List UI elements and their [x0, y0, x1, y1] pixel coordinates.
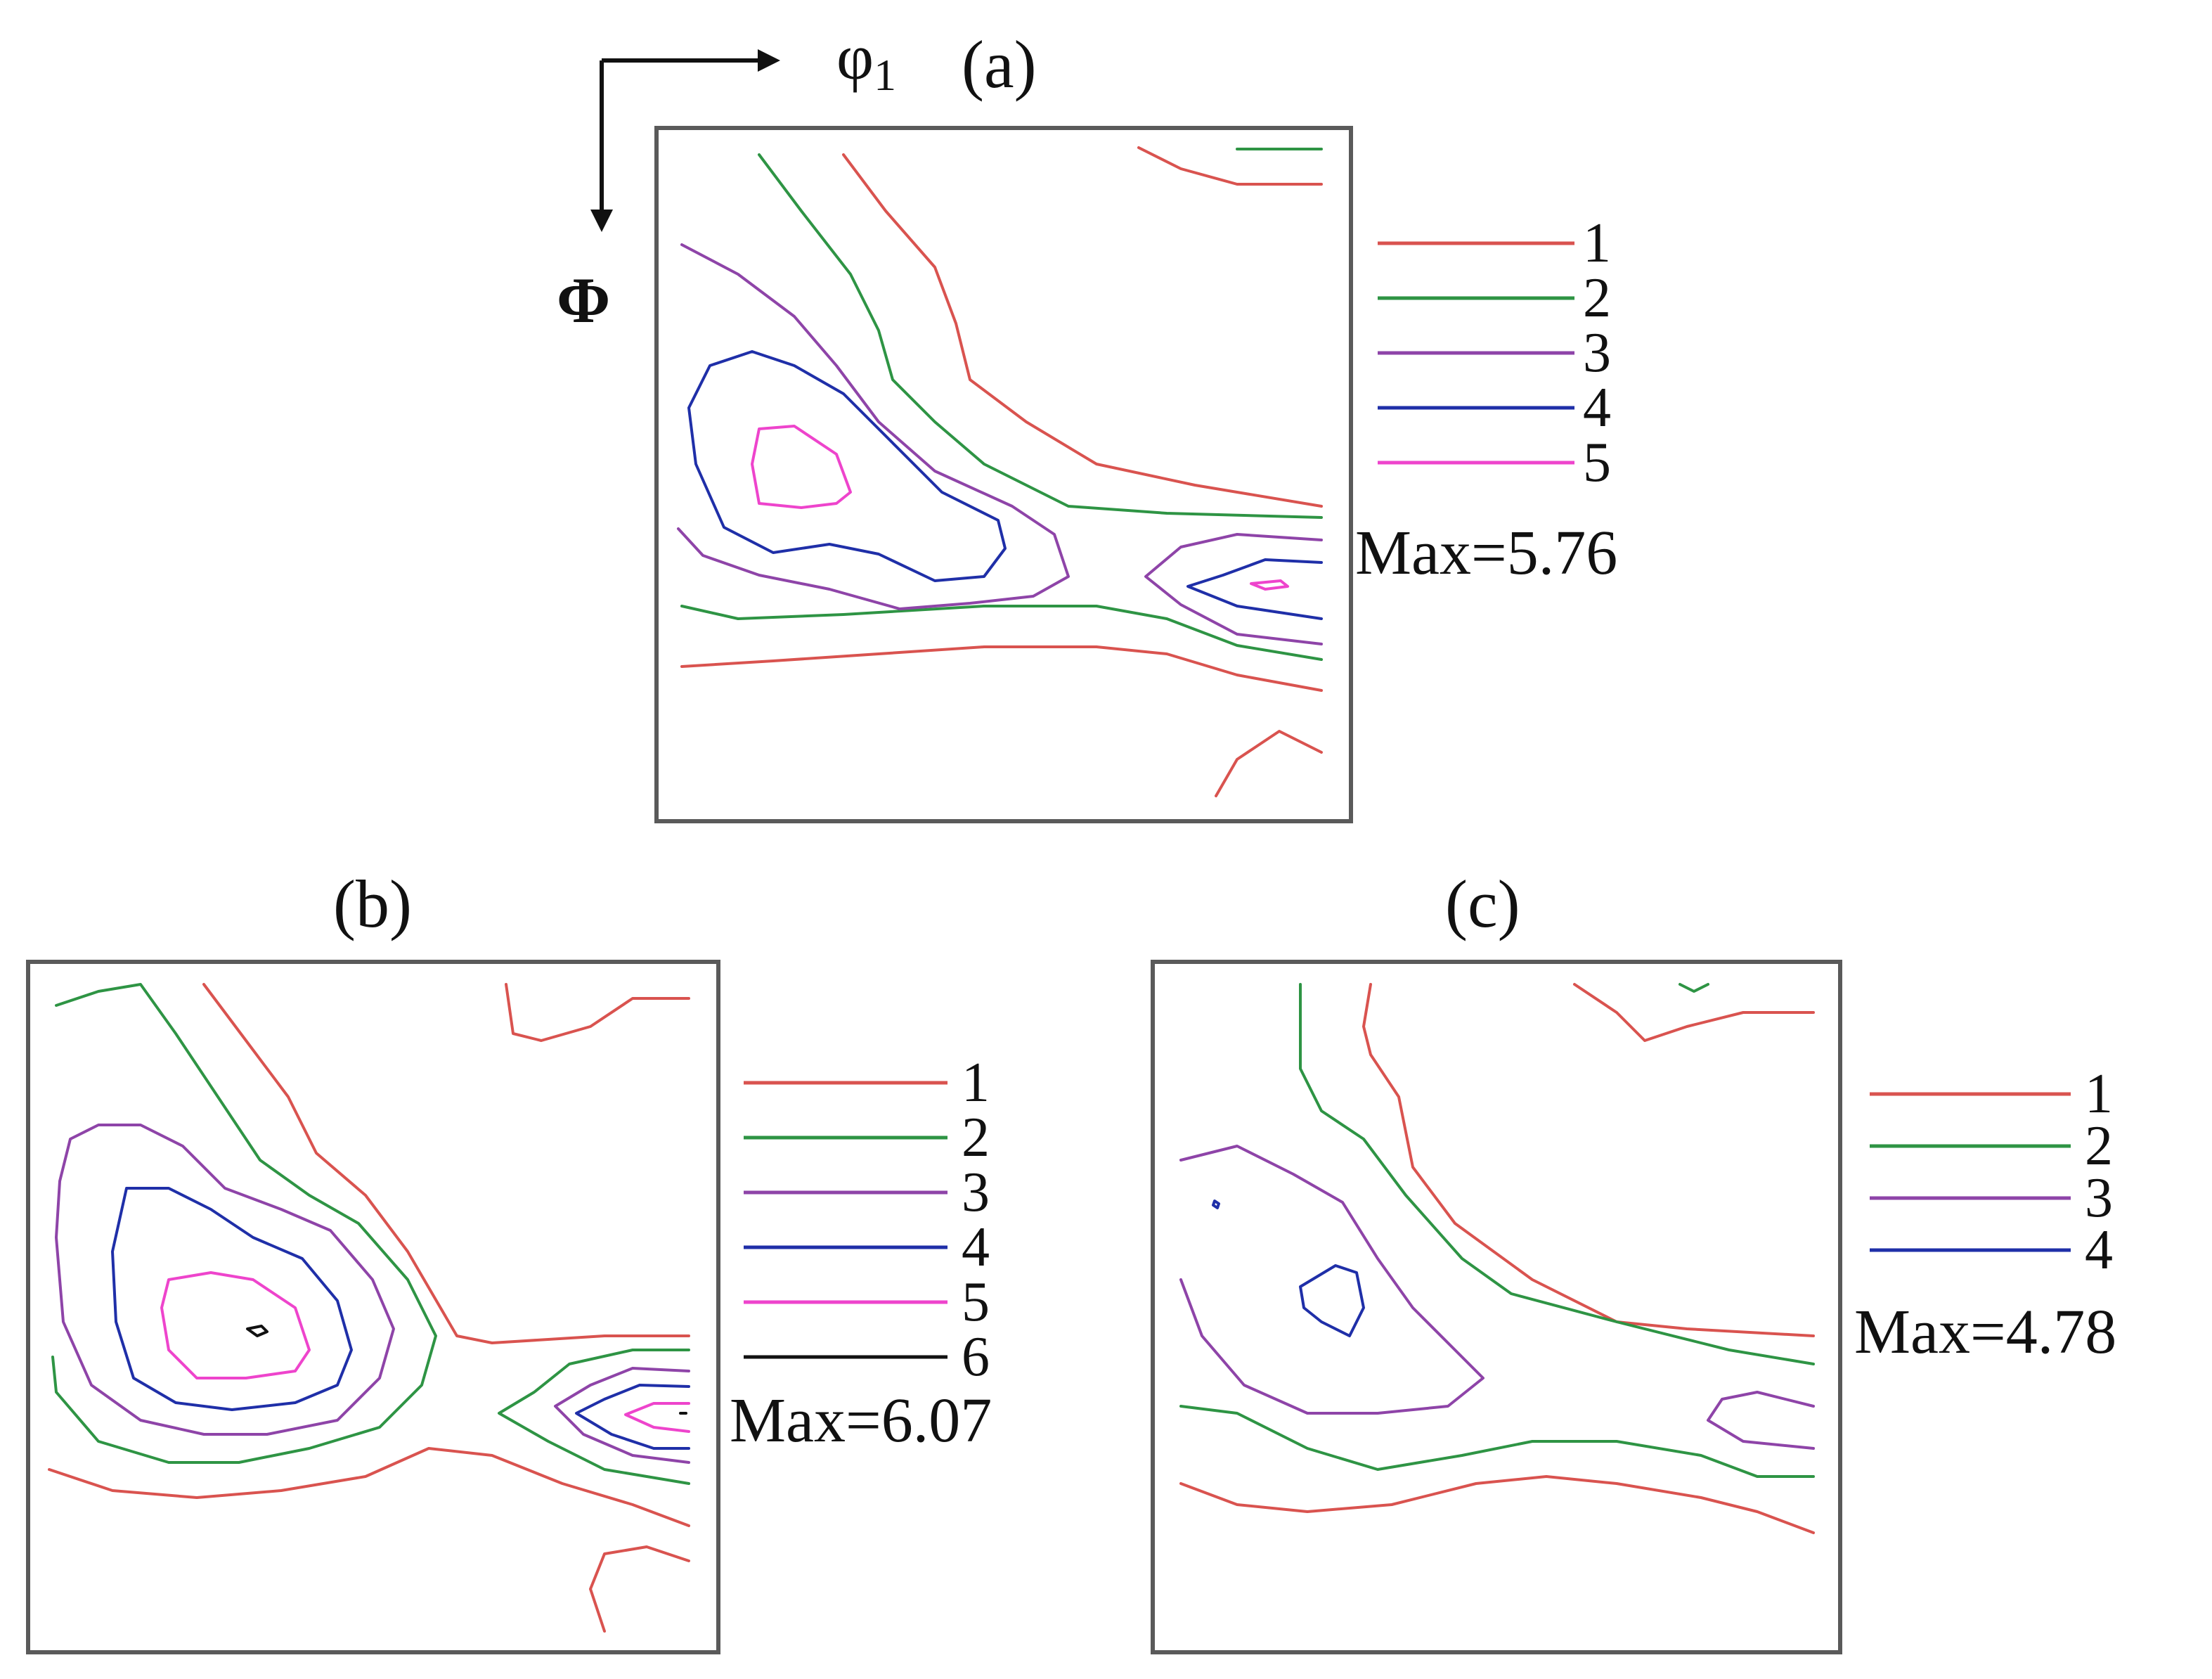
panel-b-frame	[26, 960, 720, 1654]
panel-c-contour-level1	[1179, 1475, 1815, 1534]
panel-a-contour-level1	[680, 645, 1323, 692]
panel-c-contour-level2	[1299, 983, 1815, 1365]
panel-b-contour-level6	[246, 1325, 269, 1337]
panel-c-contours	[1179, 983, 1815, 1534]
panel-a-contour-level1	[842, 153, 1323, 508]
panel-b-contours	[48, 983, 690, 1633]
panel-c-contour-level4	[1212, 1199, 1220, 1209]
panel-a-legend-label-1: 1	[1583, 212, 1611, 274]
phi1-axis-label: φ1	[836, 21, 896, 100]
panel-b-contour-level5	[160, 1271, 311, 1379]
panel-c-frame	[1151, 960, 1842, 1654]
panel-a-contour-level5	[1250, 579, 1289, 591]
phi1-symbol: φ	[836, 21, 874, 93]
panel-c-legend-label-3: 3	[2085, 1167, 2113, 1229]
panel-b-legend-label-2: 2	[962, 1107, 990, 1169]
phi1-arrowhead	[758, 49, 780, 72]
panel-a-contour-level1	[1137, 146, 1323, 186]
panel-b-legend-label-4: 4	[962, 1216, 990, 1278]
panel-c-legend-label-1: 1	[2085, 1063, 2113, 1125]
panel-a-contour-level3	[1144, 533, 1323, 645]
panel-b-legend-label-3: 3	[962, 1162, 990, 1223]
panel-a-max: Max=5.76	[1355, 518, 1617, 588]
panel-b-legend-label-6: 6	[962, 1326, 990, 1388]
panel-b-contour-level1	[202, 983, 690, 1344]
panel-b-contour-level2	[498, 1349, 690, 1485]
panel-c-contour-level1	[1573, 983, 1815, 1042]
panel-b-max: Max=6.07	[730, 1386, 992, 1455]
axis-indicator: φ1 Φ	[557, 21, 896, 336]
panel-b-contour-level3	[55, 1124, 395, 1436]
panel-a-contour-level2	[758, 153, 1323, 519]
Phi-axis-label: Φ	[557, 264, 610, 336]
panel-b-label: (b)	[333, 866, 412, 941]
panel-c-legend-label-2: 2	[2085, 1115, 2113, 1177]
panel-a-contour-level4	[687, 350, 1007, 582]
panel-c-contour-level3	[1707, 1391, 1815, 1450]
panel-a-legend-label-5: 5	[1583, 432, 1611, 494]
panel-a-contour-level3	[677, 243, 1070, 610]
panel-b-contour-level4	[575, 1384, 690, 1450]
panel-a-contour-level4	[1186, 558, 1323, 620]
panel-a-contour-level5	[751, 425, 852, 509]
panel-b-legend-label-1: 1	[962, 1052, 990, 1114]
panel-a-contours	[677, 146, 1323, 797]
panel-c-contour-level2	[1679, 983, 1709, 993]
panel-c-label: (c)	[1445, 866, 1520, 941]
panel-b-contour-level1	[505, 983, 690, 1042]
panel-a-contour-level1	[1215, 730, 1323, 797]
phi1-subscript: 1	[874, 50, 896, 100]
panel-a-legend-label-4: 4	[1583, 377, 1611, 439]
panel-c-contour-level4	[1299, 1264, 1365, 1337]
Phi-arrowhead	[590, 210, 613, 232]
panel-c-contour-level2	[1179, 1405, 1815, 1478]
panel-b-contour-level2	[51, 983, 437, 1464]
panel-c-max: Max=4.78	[1854, 1297, 2116, 1367]
panel-b-legend-label-5: 5	[962, 1271, 990, 1333]
panel-a-legend-label-2: 2	[1583, 267, 1611, 329]
panel-c-legend-label-4: 4	[2085, 1219, 2113, 1281]
panel-a-label: (a)	[962, 27, 1037, 102]
panel-c-contour-level3	[1179, 1145, 1485, 1415]
panel-b-contour-level5	[624, 1402, 690, 1433]
panel-c-contour-level1	[1362, 983, 1815, 1337]
panel-b-contour-level3	[554, 1367, 690, 1464]
panel-a-contour-level2	[680, 605, 1323, 661]
panel-a-legend-label-3: 3	[1583, 322, 1611, 384]
panel-b-contour-level1	[589, 1545, 690, 1633]
panel-b-contour-level1	[48, 1447, 690, 1527]
panel-b-contour-level4	[111, 1187, 353, 1411]
